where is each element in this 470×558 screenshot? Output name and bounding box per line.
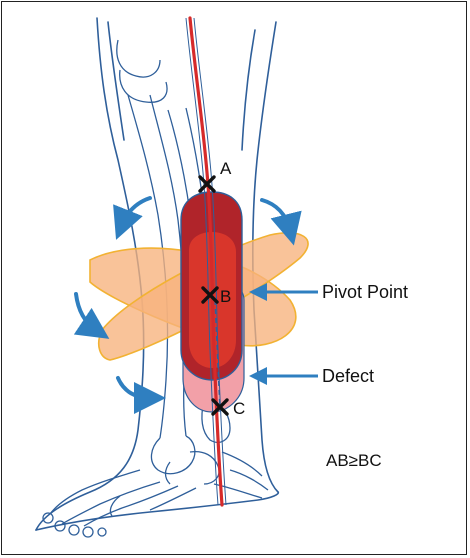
point-a-label: A xyxy=(220,160,231,177)
curved-arrow-icon xyxy=(118,378,150,398)
point-c-label: C xyxy=(233,400,245,417)
curved-arrow-icon xyxy=(262,200,290,230)
curved-arrow-icon xyxy=(122,198,150,225)
defect-label: Defect xyxy=(322,367,374,385)
pivot-point-label: Pivot Point xyxy=(322,283,408,301)
ratio-formula: AB≥BC xyxy=(326,452,382,469)
curved-arrow-icon xyxy=(76,294,96,330)
point-b-label: B xyxy=(220,288,231,305)
